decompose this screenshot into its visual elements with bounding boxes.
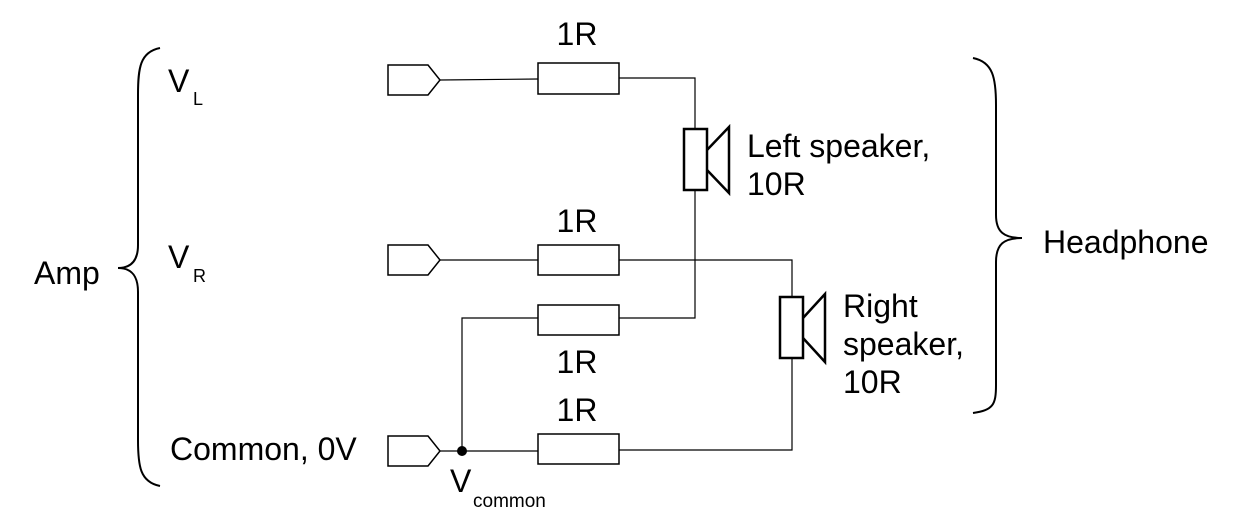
terminal-common xyxy=(387,435,441,467)
resistor-common-upper xyxy=(537,304,620,336)
left-speaker-label-line2: 10R xyxy=(747,166,806,202)
resistor-left-label: 1R xyxy=(557,16,598,52)
vl-label-sub: L xyxy=(193,89,203,109)
right-speaker-label-line2: speaker, xyxy=(843,326,964,362)
amp-label: Amp xyxy=(34,255,100,291)
right-speaker-label-line1: Right xyxy=(843,288,918,324)
left-speaker-label-line1: Left speaker, xyxy=(747,128,930,164)
headphone-brace xyxy=(972,57,1023,414)
vl-label-main: V xyxy=(168,63,190,99)
resistor-right-label: 1R xyxy=(557,203,598,239)
left-speaker-icon xyxy=(682,123,731,197)
resistor-right xyxy=(537,244,620,276)
vr-label-main: V xyxy=(168,239,190,275)
node-label-sub: common xyxy=(473,491,546,512)
resistor-left xyxy=(537,62,620,95)
vr-label-sub: R xyxy=(193,266,206,286)
right-speaker-icon xyxy=(778,290,827,366)
resistor-common-lower xyxy=(537,433,620,465)
terminal-vl xyxy=(387,64,441,96)
resistor-common-lower-label: 1R xyxy=(557,392,598,428)
terminal-vr xyxy=(387,244,441,276)
resistor-common-upper-label: 1R xyxy=(557,344,598,380)
node-label-main: V xyxy=(450,463,472,499)
right-speaker-label-line3: 10R xyxy=(843,364,902,400)
headphone-label: Headphone xyxy=(1043,224,1208,260)
common-label: Common, 0V xyxy=(170,431,357,467)
amp-brace xyxy=(117,47,161,487)
node-dot xyxy=(457,446,467,456)
wires xyxy=(439,77,793,452)
